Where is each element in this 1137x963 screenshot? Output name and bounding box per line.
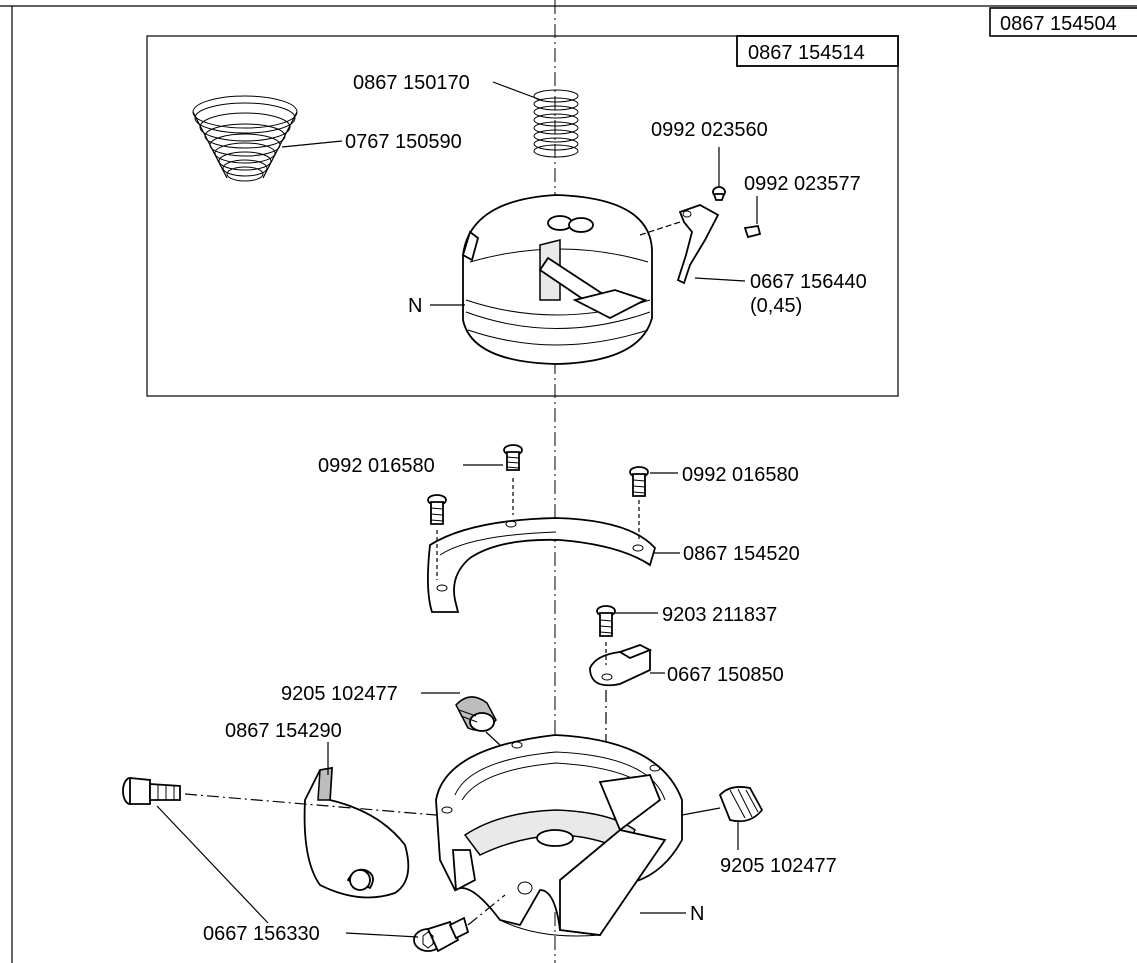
screw-023577 (743, 224, 762, 239)
label-screw-ring-left: 0992 016580 (318, 455, 435, 477)
label-spring-leaf: 0667 156440 (750, 271, 867, 293)
inset-code: 0867 154514 (748, 42, 865, 64)
label-screw-b: 0992 023577 (744, 173, 861, 195)
ring-screw-top (503, 444, 523, 471)
bobbin-case-body (461, 194, 653, 365)
cap-screw-bottom (413, 916, 470, 953)
ring-segment (427, 517, 657, 613)
cap-screw-left (122, 777, 181, 805)
label-set-screw-right: 9205 102477 (720, 855, 837, 877)
middle-leaders (436, 464, 680, 580)
label-n-bottom: N (690, 903, 704, 925)
label-cap-screw: 0667 156330 (203, 923, 320, 945)
label-n-top: N (408, 295, 422, 317)
label-spring-leaf-note: (0,45) (750, 295, 802, 317)
top-right-code: 0867 154504 (1000, 13, 1117, 35)
label-hook-tip: 0867 154290 (225, 720, 342, 742)
label-set-screw-top: 9205 102477 (281, 683, 398, 705)
cone-spring (192, 95, 298, 182)
label-screw-a: 0992 023560 (651, 119, 768, 141)
label-spring-small: 0867 150170 (353, 72, 470, 94)
ring-screw-left (427, 494, 447, 525)
page-frame (0, 5, 1137, 963)
rotary-hook-body (435, 734, 683, 937)
guard-screw (596, 605, 616, 637)
screw-023560 (712, 186, 726, 201)
set-screw-right (718, 786, 764, 823)
label-screw-ring-right: 0992 016580 (682, 464, 799, 486)
set-screw-top (455, 696, 497, 732)
label-guard-plate: 0667 150850 (667, 664, 784, 686)
inset-frame: 0867 154514 (146, 35, 899, 397)
small-spring (533, 89, 579, 158)
top-right-code-box: 0867 154504 (989, 7, 1137, 37)
label-screw-guard: 9203 211837 (662, 604, 777, 626)
inset-leaders (281, 81, 758, 306)
label-spring-cone: 0767 150590 (345, 131, 462, 153)
label-ring: 0867 154520 (683, 543, 800, 565)
hook-tip-piece (303, 766, 410, 899)
leaf-spring (676, 204, 720, 285)
ring-screw-right (629, 466, 649, 497)
guard-plate (589, 644, 653, 687)
